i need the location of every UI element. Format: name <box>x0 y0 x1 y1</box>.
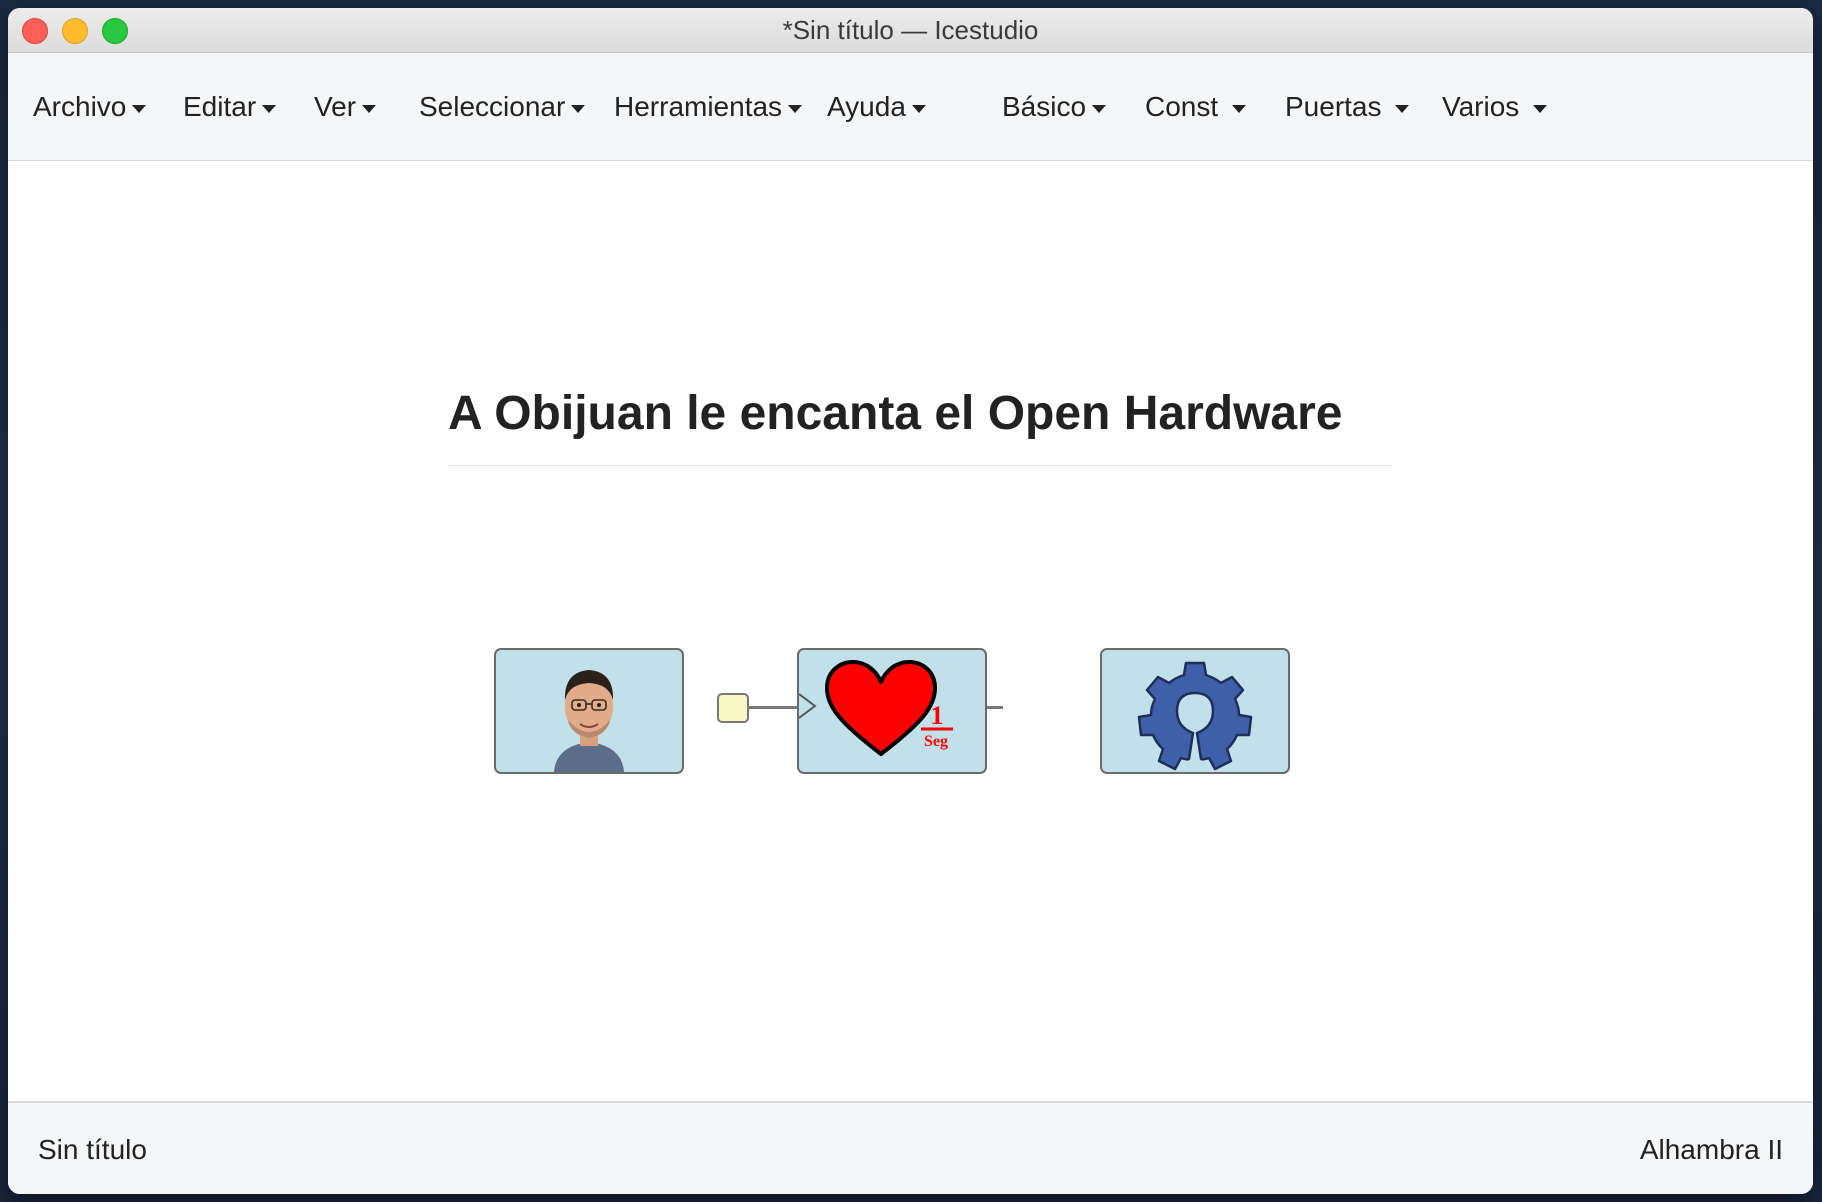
window-title: *Sin título — Icestudio <box>782 15 1039 45</box>
menu-label: Herramientas <box>614 91 783 122</box>
menu-label: Básico <box>1002 91 1087 122</box>
menu-varios[interactable]: Varios <box>1442 53 1548 160</box>
open-hardware-gear-icon <box>1137 661 1253 771</box>
caret-down-icon <box>788 104 803 113</box>
status-bar: Sin título Alhambra II <box>8 1101 1813 1194</box>
design-canvas[interactable]: A Obijuan le encanta el Open Hardware <box>8 161 1813 1108</box>
menu-basico[interactable]: Básico <box>1002 53 1107 160</box>
menu-const[interactable]: Const <box>1145 53 1246 160</box>
menu-bar: Archivo Editar Ver Seleccionar Herramien… <box>8 53 1813 161</box>
menu-label: Editar <box>183 91 257 122</box>
caret-down-icon <box>571 104 586 113</box>
diagram-title[interactable]: A Obijuan le encanta el Open Hardware <box>448 387 1343 440</box>
status-file-name: Sin título <box>38 1134 147 1165</box>
title-bar[interactable]: *Sin título — Icestudio <box>8 8 1813 53</box>
caret-down-icon <box>1533 104 1548 113</box>
block-heart-1-seg[interactable]: 1 Seg <box>797 648 987 774</box>
app-window: *Sin título — Icestudio Archivo Editar V… <box>8 8 1813 1194</box>
caret-down-icon <box>1395 104 1410 113</box>
menu-seleccionar[interactable]: Seleccionar <box>419 53 586 160</box>
caret-down-icon <box>362 104 377 113</box>
menu-ayuda[interactable]: Ayuda <box>827 53 926 160</box>
caret-down-icon <box>1092 104 1107 113</box>
block-obijuan[interactable] <box>494 648 684 774</box>
obijuan-photo-icon <box>554 670 624 772</box>
fraction-numerator: 1 <box>931 701 944 730</box>
menu-label: Archivo <box>33 91 127 122</box>
menu-label: Ayuda <box>827 91 906 122</box>
close-window-button[interactable] <box>22 18 48 44</box>
menu-label: Ver <box>314 91 357 122</box>
input-port[interactable] <box>717 693 749 723</box>
fraction-denominator: Seg <box>924 733 948 750</box>
menu-herramientas[interactable]: Herramientas <box>614 53 803 160</box>
menu-puertas[interactable]: Puertas <box>1285 53 1410 160</box>
caret-down-icon <box>1231 104 1246 113</box>
caret-down-icon <box>911 104 926 113</box>
menu-label: Varios <box>1442 91 1520 122</box>
menu-label: Puertas <box>1285 91 1382 122</box>
menu-editar[interactable]: Editar <box>183 53 277 160</box>
caret-down-icon <box>262 104 277 113</box>
block-open-hardware[interactable] <box>1100 648 1290 774</box>
menu-label: Seleccionar <box>419 91 566 122</box>
heart-1-seg-icon: 1 Seg <box>799 660 953 756</box>
output-stub[interactable] <box>987 706 1003 709</box>
status-board-name[interactable]: Alhambra II <box>1639 1134 1783 1165</box>
title-divider <box>448 465 1392 466</box>
menu-ver[interactable]: Ver <box>314 53 377 160</box>
minimize-window-button[interactable] <box>62 18 88 44</box>
menu-label: Const <box>1145 91 1219 122</box>
caret-down-icon <box>132 104 147 113</box>
menu-archivo[interactable]: Archivo <box>33 53 147 160</box>
maximize-window-button[interactable] <box>102 18 128 44</box>
wire[interactable] <box>749 706 805 709</box>
